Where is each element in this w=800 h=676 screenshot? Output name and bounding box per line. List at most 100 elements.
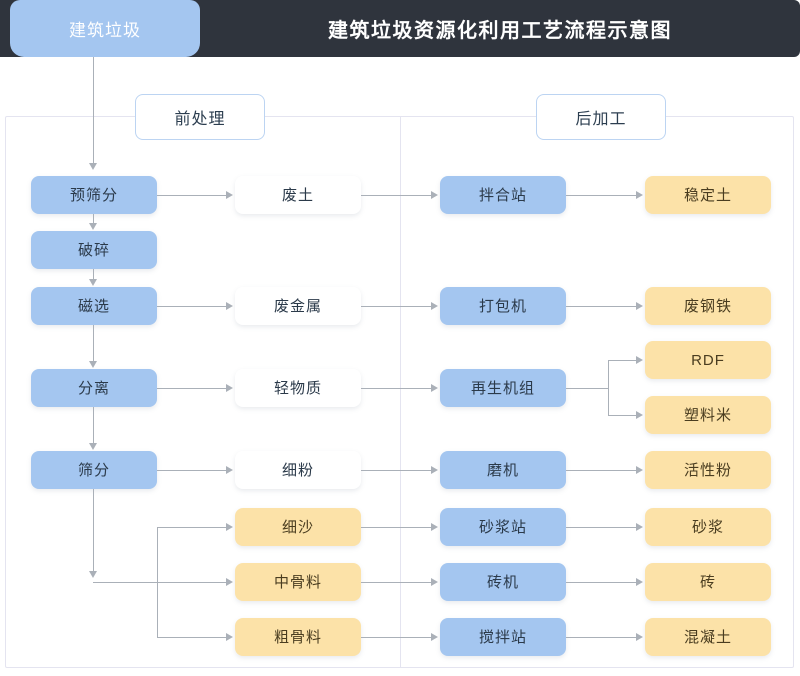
connector-magnetic-separation-arrow <box>89 361 97 368</box>
node-coarse-aggregate[interactable]: 粗骨料 <box>235 618 361 656</box>
connector-lightmaterial-recycling-line <box>361 388 432 389</box>
header-tab-label: 建筑垃圾 <box>69 21 141 40</box>
node-magnetic-separation-label: 磁选 <box>77 297 110 315</box>
connector-recycling-plastic-line <box>608 415 637 416</box>
connector-screening-finepowder-arrow <box>226 465 233 474</box>
connector-medium-brick-arrow <box>431 577 438 586</box>
connector-prescreen-wastesoil-arrow <box>226 190 233 199</box>
connector-bus-coarse-arrow <box>226 632 233 641</box>
node-active-powder[interactable]: 活性粉 <box>645 451 771 489</box>
node-separation-label: 分离 <box>77 379 110 397</box>
connector-recycling-split-trunk <box>608 360 609 415</box>
diagram-frame <box>5 116 794 668</box>
connector-bus-coarse-line <box>157 637 227 638</box>
header-tab-construction-waste[interactable]: 建筑垃圾 <box>10 0 200 57</box>
connector-recycling-plastic-arrow <box>636 410 643 419</box>
connector-finepowder-grinder-arrow <box>431 465 438 474</box>
connector-mixing-stabilizedsoil-arrow <box>636 190 643 199</box>
node-mixing-station[interactable]: 拌合站 <box>440 176 566 214</box>
page-title: 建筑垃圾资源化利用工艺流程示意图 <box>200 0 800 57</box>
section-chip-pretreatment: 前处理 <box>135 94 265 140</box>
connector-grinder-activepowder-line <box>566 470 637 471</box>
connector-prescreen-wastesoil-line <box>157 195 227 196</box>
node-waste-soil[interactable]: 废土 <box>235 176 361 214</box>
node-concrete-station-label: 搅拌站 <box>478 628 527 646</box>
node-grinder[interactable]: 磨机 <box>440 451 566 489</box>
node-separation[interactable]: 分离 <box>31 369 157 407</box>
node-fine-sand-label: 细沙 <box>281 518 314 536</box>
node-mortar-label: 砂浆 <box>691 518 724 536</box>
node-pre-screen[interactable]: 预筛分 <box>31 176 157 214</box>
node-plastic-pellets[interactable]: 塑料米 <box>645 396 771 434</box>
node-fine-sand[interactable]: 细沙 <box>235 508 361 546</box>
connector-bus-trunk <box>157 527 158 637</box>
node-plastic-pellets-label: 塑料米 <box>683 406 732 424</box>
connector-crush-magnetic-arrow <box>89 279 97 286</box>
connector-separation-screening-line <box>93 407 94 444</box>
connector-screening-aggregate-arrow <box>89 571 97 578</box>
connector-coarse-concrete-arrow <box>431 632 438 641</box>
node-baler[interactable]: 打包机 <box>440 287 566 325</box>
connector-magnetic-wastemetal-arrow <box>226 301 233 310</box>
connector-recycling-rdf-arrow <box>636 355 643 364</box>
node-concrete-station[interactable]: 搅拌站 <box>440 618 566 656</box>
node-brick-label: 砖 <box>699 573 716 591</box>
node-concrete[interactable]: 混凝土 <box>645 618 771 656</box>
connector-brickmachine-brick-arrow <box>636 577 643 586</box>
section-chip-postprocessing-label: 后加工 <box>575 111 627 128</box>
node-waste-metal-label: 废金属 <box>273 297 322 315</box>
node-grinder-label: 磨机 <box>486 461 519 479</box>
connector-screening-aggregate-line <box>93 489 94 572</box>
node-recycling-unit[interactable]: 再生机组 <box>440 369 566 407</box>
node-waste-metal[interactable]: 废金属 <box>235 287 361 325</box>
node-mortar-station-label: 砂浆站 <box>478 518 527 536</box>
node-scrap-steel[interactable]: 废钢铁 <box>645 287 771 325</box>
section-divider-vertical <box>400 117 401 668</box>
node-brick[interactable]: 砖 <box>645 563 771 601</box>
connector-magnetic-wastemetal-line <box>157 306 227 307</box>
connector-recycling-rdf-line <box>608 360 637 361</box>
node-screening-label: 筛分 <box>77 461 110 479</box>
node-light-material[interactable]: 轻物质 <box>235 369 361 407</box>
node-recycling-unit-label: 再生机组 <box>470 379 535 397</box>
node-crush[interactable]: 破碎 <box>31 231 157 269</box>
node-brick-machine[interactable]: 砖机 <box>440 563 566 601</box>
node-concrete-label: 混凝土 <box>683 628 732 646</box>
node-fine-powder[interactable]: 细粉 <box>235 451 361 489</box>
node-magnetic-separation[interactable]: 磁选 <box>31 287 157 325</box>
connector-crush-magnetic-line <box>93 269 94 280</box>
connector-prescreen-crush-arrow <box>89 223 97 230</box>
connector-bus-medium-arrow <box>226 577 233 586</box>
node-baler-label: 打包机 <box>478 297 527 315</box>
node-brick-machine-label: 砖机 <box>486 573 519 591</box>
node-medium-aggregate[interactable]: 中骨料 <box>235 563 361 601</box>
node-mortar-station[interactable]: 砂浆站 <box>440 508 566 546</box>
node-coarse-aggregate-label: 粗骨料 <box>273 628 322 646</box>
connector-recycling-split-stem <box>566 388 609 389</box>
page-title-text: 建筑垃圾资源化利用工艺流程示意图 <box>328 20 672 42</box>
node-crush-label: 破碎 <box>77 241 110 259</box>
node-mortar[interactable]: 砂浆 <box>645 508 771 546</box>
connector-medium-brick-line <box>361 582 432 583</box>
connector-coarse-concrete-line <box>361 637 432 638</box>
connector-bus-medium-line <box>93 582 227 583</box>
node-screening[interactable]: 筛分 <box>31 451 157 489</box>
node-light-material-label: 轻物质 <box>273 379 322 397</box>
connector-wastemetal-baler-line <box>361 306 432 307</box>
node-stabilized-soil[interactable]: 稳定土 <box>645 176 771 214</box>
node-rdf[interactable]: RDF <box>645 341 771 379</box>
connector-wastemetal-baler-arrow <box>431 301 438 310</box>
connector-magnetic-separation-line <box>93 325 94 362</box>
node-stabilized-soil-label: 稳定土 <box>683 186 732 204</box>
node-scrap-steel-label: 废钢铁 <box>683 297 732 315</box>
connector-grinder-activepowder-arrow <box>636 465 643 474</box>
connector-bus-finesand-arrow <box>226 522 233 531</box>
connector-mixing-stabilizedsoil-line <box>566 195 637 196</box>
connector-concretestation-concrete-line <box>566 637 637 638</box>
connector-baler-scrapsteel-arrow <box>636 301 643 310</box>
connector-concretestation-concrete-arrow <box>636 632 643 641</box>
node-medium-aggregate-label: 中骨料 <box>273 573 322 591</box>
connector-brickmachine-brick-line <box>566 582 637 583</box>
connector-baler-scrapsteel-line <box>566 306 637 307</box>
node-active-powder-label: 活性粉 <box>683 461 732 479</box>
